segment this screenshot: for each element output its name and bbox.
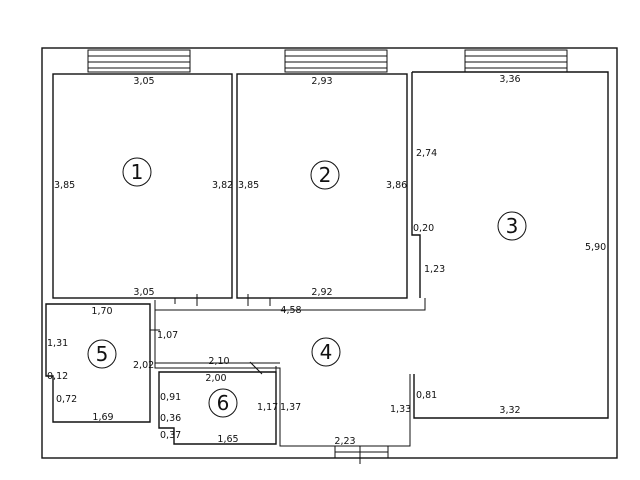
room-5-width-top: 1,70 — [91, 306, 112, 317]
window-room-2 — [284, 49, 388, 73]
room-1-outline — [52, 73, 233, 299]
room-1-height-right: 3,82 — [212, 180, 233, 191]
room-5-height-lower: 0,72 — [56, 394, 77, 405]
room-3-number: 3 — [506, 214, 519, 238]
room-4-segment-left-mid: 2,02 — [133, 360, 154, 371]
outer-wall — [41, 47, 618, 459]
room-5-marker — [87, 339, 117, 369]
room-4-length-top: 4,58 — [280, 305, 301, 316]
room-3-marker — [497, 211, 527, 241]
room-5-outline — [45, 303, 151, 423]
room-2-height-left: 3,85 — [238, 180, 259, 191]
room-6-number: 6 — [217, 391, 230, 415]
window-room-1 — [87, 49, 191, 73]
door-marks — [150, 294, 389, 464]
room-6-side-upper: 0,91 — [160, 392, 181, 403]
room-1-number: 1 — [131, 160, 144, 184]
room-1-height-left: 3,85 — [54, 180, 75, 191]
room-4-segment-right: 1,33 — [390, 404, 411, 415]
room-2-marker — [310, 160, 340, 190]
room-2-height-right: 3,86 — [386, 180, 407, 191]
room-3-height-right: 5,90 — [585, 242, 606, 253]
room-2-outline — [236, 73, 408, 299]
room-3-side-bottom: 0,81 — [416, 390, 437, 401]
window-room-3 — [464, 49, 568, 73]
room-5-number: 5 — [96, 342, 109, 366]
room-5-step: 0,12 — [47, 371, 68, 382]
room-4-marker — [311, 337, 341, 367]
room-4-outline — [154, 298, 426, 447]
room-2-number: 2 — [319, 163, 332, 187]
room-1-marker — [122, 157, 152, 187]
room-3-side-lower: 1,23 — [424, 264, 445, 275]
room-3-width-top: 3,36 — [499, 74, 520, 85]
room-3-outline — [411, 71, 609, 419]
room-2-width-top: 2,93 — [311, 76, 332, 87]
room-4-segment-inner: 1,37 — [280, 402, 301, 413]
room-1-width-top: 3,05 — [133, 76, 154, 87]
room-6-height-right: 1,17 — [257, 402, 278, 413]
room-4-segment-top: 2,10 — [208, 356, 229, 367]
room-3-side-step: 0,20 — [413, 223, 434, 234]
room-6-side-lower: 0,37 — [160, 430, 181, 441]
room-3-side-upper: 2,74 — [416, 148, 437, 159]
room-6-side-mid: 0,36 — [160, 413, 181, 424]
room-6-width-bottom: 1,65 — [217, 434, 238, 445]
room-2-width-bottom: 2,92 — [311, 287, 332, 298]
room-5-height-left: 1,31 — [47, 338, 68, 349]
room-1-width-bottom: 3,05 — [133, 287, 154, 298]
room-4-segment-left-upper: 1,07 — [157, 330, 178, 341]
room-3-width-bottom: 3,32 — [499, 405, 520, 416]
room-5-width-bottom: 1,69 — [92, 412, 113, 423]
room-4-width-bottom: 2,23 — [334, 436, 355, 447]
room-4-number: 4 — [320, 340, 333, 364]
room-6-width-top: 2,00 — [205, 373, 226, 384]
room-6-marker — [208, 388, 238, 418]
